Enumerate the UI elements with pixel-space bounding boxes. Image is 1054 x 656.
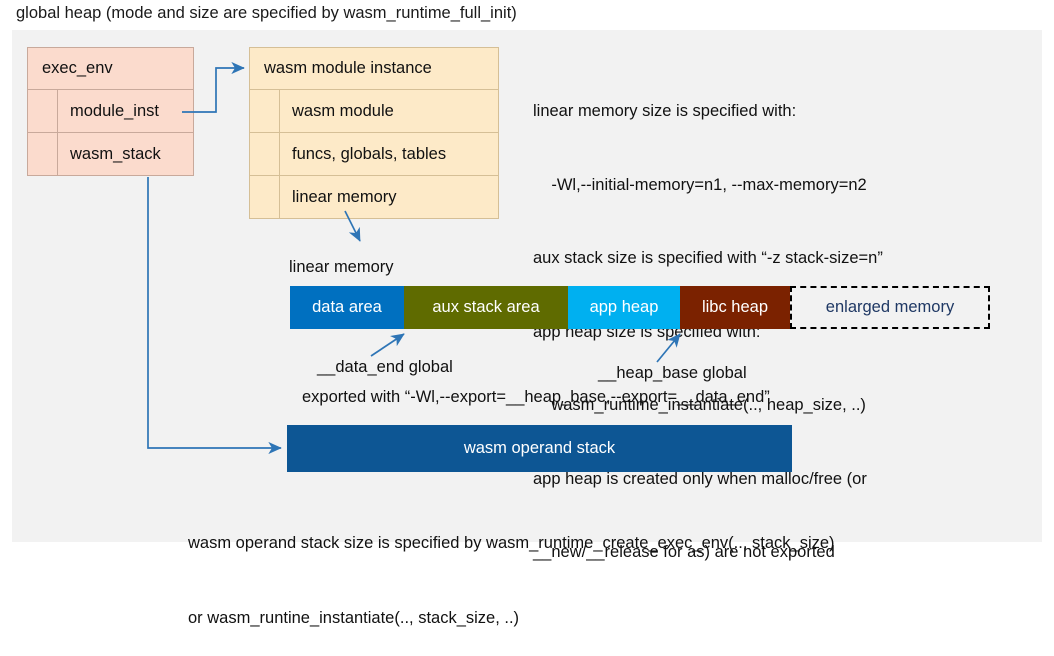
module-instance-field-label: funcs, globals, tables (292, 144, 447, 163)
exec-env-field-label: module_inst (70, 101, 159, 120)
wasm-operand-stack-label: wasm operand stack (463, 439, 616, 457)
memory-segment-label: libc heap (701, 298, 769, 316)
note-line: -Wl,--initial-memory=n1, --max-memory=n2 (533, 175, 867, 194)
row-gutter (250, 90, 280, 132)
module-instance-field-linear-memory: linear memory (249, 176, 499, 219)
exec-env-field-wasm-stack: wasm_stack (27, 133, 194, 176)
linear-memory-bar-label: linear memory (289, 258, 394, 276)
row-gutter (28, 133, 58, 175)
module-instance-header-label: wasm module instance (264, 59, 432, 77)
note-line: or wasm_runtine_instantiate(.., stack_si… (188, 609, 520, 627)
memory-segment-label: data area (312, 298, 382, 316)
memory-segment-app-heap: app heap (568, 286, 680, 329)
wasm-module-instance-box: wasm module instance wasm module funcs, … (249, 47, 499, 219)
exec-env-field-module-inst: module_inst (27, 90, 194, 133)
module-instance-field-label: wasm module (292, 101, 394, 120)
exec-env-header-row: exec_env (27, 47, 194, 90)
note-line: aux stack size is specified with “-z sta… (533, 249, 883, 267)
wasm-operand-stack-box: wasm operand stack (287, 425, 792, 472)
exec-env-field-label: wasm_stack (70, 144, 161, 163)
operand-stack-note: wasm operand stack size is specified by … (188, 481, 1038, 656)
exec-env-box: exec_env module_inst wasm_stack (27, 47, 194, 176)
page-title: global heap (mode and size are specified… (16, 4, 517, 22)
note-line: wasm_runtime_instantiate(.., heap_size, … (533, 396, 866, 414)
exec-env-header-label: exec_env (42, 59, 113, 77)
annotation-heap-base: __heap_base global (598, 364, 747, 382)
memory-segment-label: enlarged memory (825, 298, 955, 316)
note-line: wasm operand stack size is specified by … (188, 534, 835, 552)
memory-segment-enlarged-memory: enlarged memory (790, 286, 990, 329)
linear-memory-bar: data area aux stack area app heap libc h… (290, 286, 990, 329)
memory-segment-label: aux stack area (432, 298, 540, 316)
row-gutter (28, 90, 58, 132)
module-instance-field-funcs-globals-tables: funcs, globals, tables (249, 133, 499, 176)
module-instance-header-row: wasm module instance (249, 47, 499, 90)
module-instance-field-wasm-module: wasm module (249, 90, 499, 133)
module-instance-field-label: linear memory (292, 187, 397, 206)
memory-segment-libc-heap: libc heap (680, 286, 790, 329)
memory-segment-data-area: data area (290, 286, 404, 329)
note-line: app heap is created only when malloc/fre… (533, 469, 867, 488)
memory-segment-label: app heap (589, 298, 659, 316)
annotation-exported-with: exported with “-Wl,--export=__heap_base,… (302, 388, 770, 406)
row-gutter (250, 133, 280, 175)
note-line: linear memory size is specified with: (533, 102, 797, 120)
linear-memory-notes: linear memory size is specified with: -W… (533, 50, 1033, 589)
annotation-data-end: __data_end global (317, 358, 453, 376)
row-gutter (250, 176, 280, 218)
memory-segment-aux-stack-area: aux stack area (404, 286, 568, 329)
